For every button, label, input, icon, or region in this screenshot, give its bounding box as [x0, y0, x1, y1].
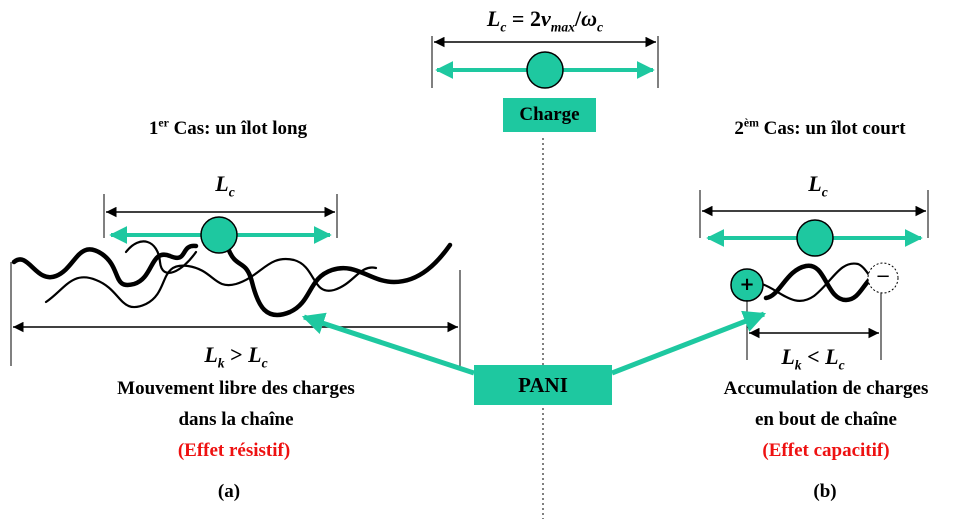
plus-sign: +: [739, 274, 755, 295]
pani-label: PANI: [518, 372, 568, 397]
case-b-lc-label: Lc: [808, 171, 828, 200]
case-b-tag: (b): [813, 481, 837, 502]
case-a-description-line1: Mouvement libre des charges: [117, 378, 355, 399]
case-a-effect: (Effet résistif): [177, 440, 291, 461]
case-a-title: 1er Cas: un îlot long: [148, 116, 308, 139]
case-a-lk-label: Lk > Lc: [204, 342, 268, 371]
case-b-charge-particle: [796, 219, 834, 257]
case-b-lk-label: Lk < Lc: [781, 344, 845, 373]
case-b-polymer-chain: [760, 262, 886, 303]
case-a-tag: (a): [217, 481, 241, 502]
top-charge-particle: [526, 51, 564, 89]
pani-pointer-arrows: [301, 310, 767, 376]
case-a-lk-dimension: [10, 262, 461, 366]
case-b-description-line2: en bout de chaîne: [755, 409, 897, 430]
case-b-lc-dimension: [699, 190, 929, 238]
case-a-lc-dimension: [103, 194, 338, 238]
case-b-effect: (Effet capacitif): [762, 440, 890, 461]
charge-label: Charge: [519, 104, 580, 125]
case-a-lc-label: Lc: [215, 171, 235, 200]
case-b-negative-charge: [867, 262, 899, 294]
top-lc-dimension: [431, 36, 659, 88]
case-b-title: 2èm Cas: un îlot court: [734, 116, 906, 139]
minus-sign: −: [875, 266, 891, 287]
case-a-polymer-chains: [11, 240, 453, 318]
case-a-description-line2: dans la chaîne: [178, 409, 294, 430]
pani-label-box: PANI: [474, 365, 612, 405]
charge-label-box: Charge: [503, 98, 596, 132]
case-b-description-line1: Accumulation de charges: [723, 378, 929, 399]
case-a-charge-particle: [200, 216, 238, 254]
top-formula: Lc = 2vmax/ωc: [486, 6, 604, 35]
